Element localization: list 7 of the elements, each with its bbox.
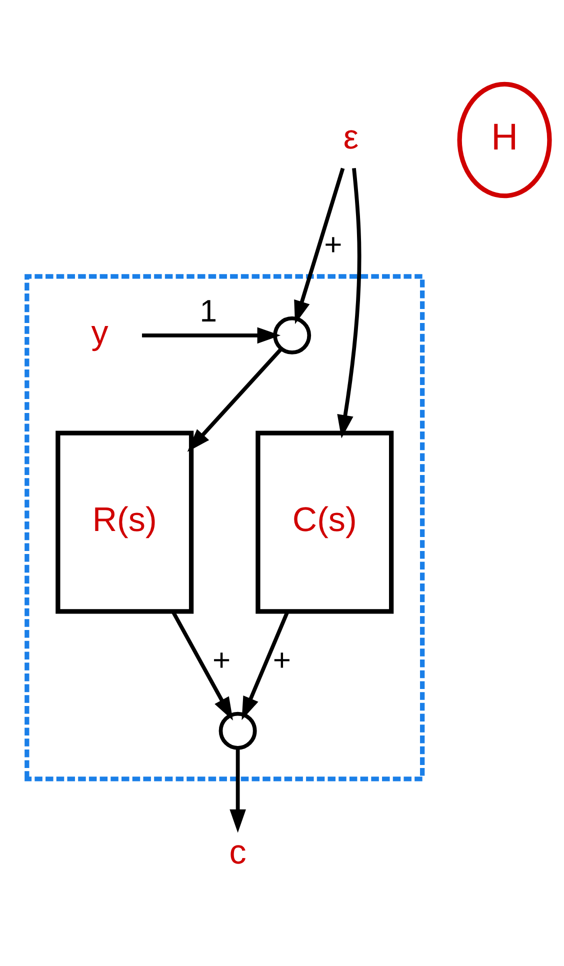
node-text: ε <box>343 118 359 156</box>
node-text: y <box>91 314 108 352</box>
edge-label: + <box>324 226 342 262</box>
edge-label: + <box>212 642 231 677</box>
node-text: c <box>229 833 246 872</box>
edge-label: + <box>272 642 292 677</box>
edge-label: 1 <box>200 292 217 328</box>
